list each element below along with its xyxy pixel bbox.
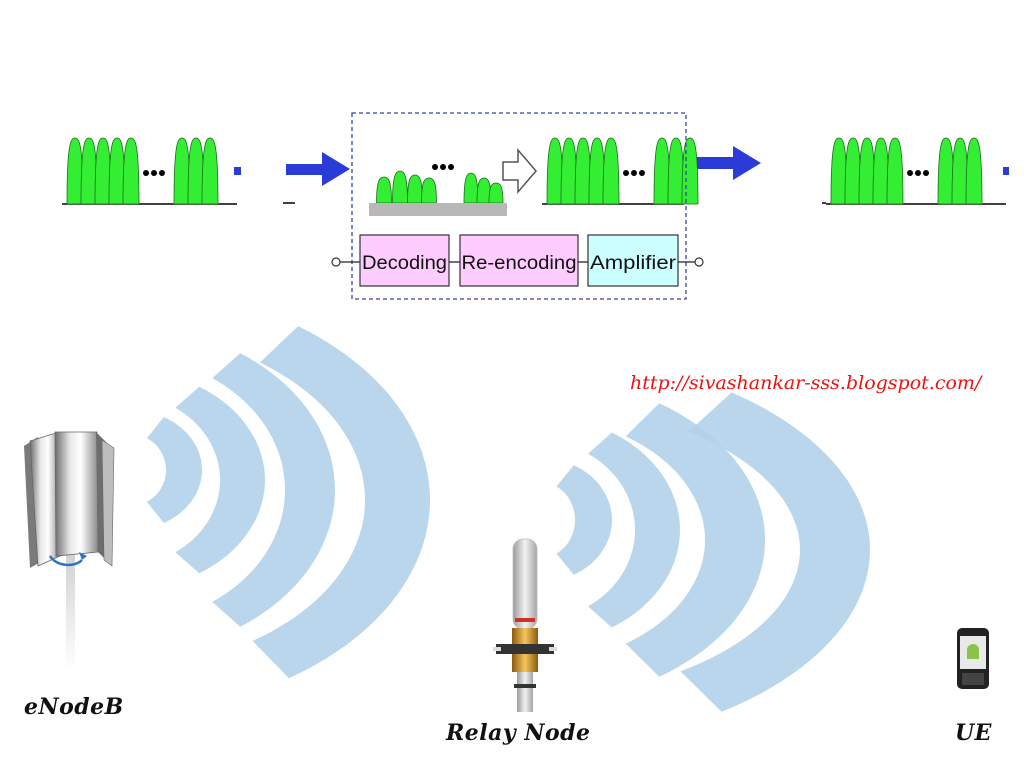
amplifier-label: Amplifier	[590, 253, 677, 274]
re-encoding-block: Re-encoding	[459, 234, 579, 287]
signal-pulse	[872, 137, 890, 205]
input-terminal	[331, 257, 341, 267]
enodeb-to-relay-waves	[146, 326, 430, 679]
signal-pulse	[681, 137, 699, 205]
arrow-to-relay-icon	[286, 152, 350, 186]
signal-pulse	[574, 137, 592, 205]
hollow-arrow-icon	[502, 147, 537, 195]
ellipsis-dot	[623, 170, 629, 176]
signal-pulse	[667, 137, 685, 205]
source-url: http://sivashankar-sss.blogspot.com/	[630, 372, 982, 394]
radio-wave-arc	[556, 465, 612, 575]
signal-pulse	[187, 137, 205, 205]
signal-pulse	[965, 137, 983, 205]
signal-pulse	[94, 137, 112, 205]
signal-pulse	[560, 137, 578, 205]
noise-floor-bar	[369, 203, 507, 216]
radio-wave-arc	[212, 353, 335, 627]
ellipsis-dot	[448, 164, 454, 170]
ellipsis-dot	[915, 170, 921, 176]
signal-pulse	[392, 170, 408, 204]
signal-pulse	[407, 174, 423, 204]
output-terminal	[694, 257, 704, 267]
radio-wave-arc	[625, 403, 765, 677]
relay-node-label: Relay Node	[446, 720, 591, 746]
signal-pulse	[108, 137, 126, 205]
relay-regenerated-signal	[542, 137, 699, 205]
signal-pulse	[830, 137, 848, 205]
signal-pulse	[858, 137, 876, 205]
radio-wave-arc	[146, 417, 202, 523]
relay-to-ue-waves	[556, 392, 870, 712]
signal-pulse	[951, 137, 969, 205]
relay-received-signal	[376, 164, 504, 204]
signal-pulse	[80, 137, 98, 205]
signal-pulse	[602, 137, 620, 205]
relay-processing-box	[351, 112, 687, 300]
ellipsis-dot	[639, 170, 645, 176]
signal-pulse	[66, 137, 84, 205]
signal-pulse	[488, 182, 504, 204]
ellipsis-dot	[631, 170, 637, 176]
radio-wave-arc	[588, 432, 680, 628]
signal-pulse	[463, 172, 479, 204]
amplifier-block: Amplifier	[587, 234, 679, 287]
ue-phone-icon	[957, 628, 989, 689]
relay-node-antenna-icon	[493, 538, 557, 712]
source-signal	[62, 137, 237, 205]
ellipsis-dot	[432, 164, 438, 170]
radio-wave-arc	[175, 386, 265, 574]
signal-waveforms	[62, 137, 1006, 205]
ellipsis-dot	[151, 170, 157, 176]
decoding-label: Decoding	[362, 253, 447, 274]
signal-pulse	[201, 137, 219, 205]
ellipsis-dot	[923, 170, 929, 176]
signal-pulse	[844, 137, 862, 205]
signal-pulse	[173, 137, 191, 205]
decoding-block: Decoding	[359, 234, 450, 287]
enodeb-antenna-icon	[24, 431, 115, 670]
signal-pulse	[421, 177, 437, 204]
radio-wave-arc	[252, 326, 430, 679]
ue-label: UE	[955, 720, 992, 746]
signal-pulse	[122, 137, 140, 205]
signal-pulse	[546, 137, 564, 205]
ellipsis-dot	[143, 170, 149, 176]
signal-pulse	[588, 137, 606, 205]
arrow-fragment	[1003, 167, 1009, 175]
signal-pulse	[886, 137, 904, 205]
ellipsis-dot	[159, 170, 165, 176]
arrow-from-relay-icon	[697, 146, 761, 180]
arrow-fragment	[234, 167, 241, 175]
ellipsis-dot	[907, 170, 913, 176]
re-encoding-label: Re-encoding	[462, 253, 577, 274]
signal-pulse	[937, 137, 955, 205]
ellipsis-dot	[440, 164, 446, 170]
radio-wave-arc	[680, 392, 870, 712]
destination-signal	[826, 137, 1006, 205]
signal-pulse	[376, 176, 392, 204]
signal-pulse	[653, 137, 671, 205]
enodeb-label: eNodeB	[24, 694, 124, 720]
